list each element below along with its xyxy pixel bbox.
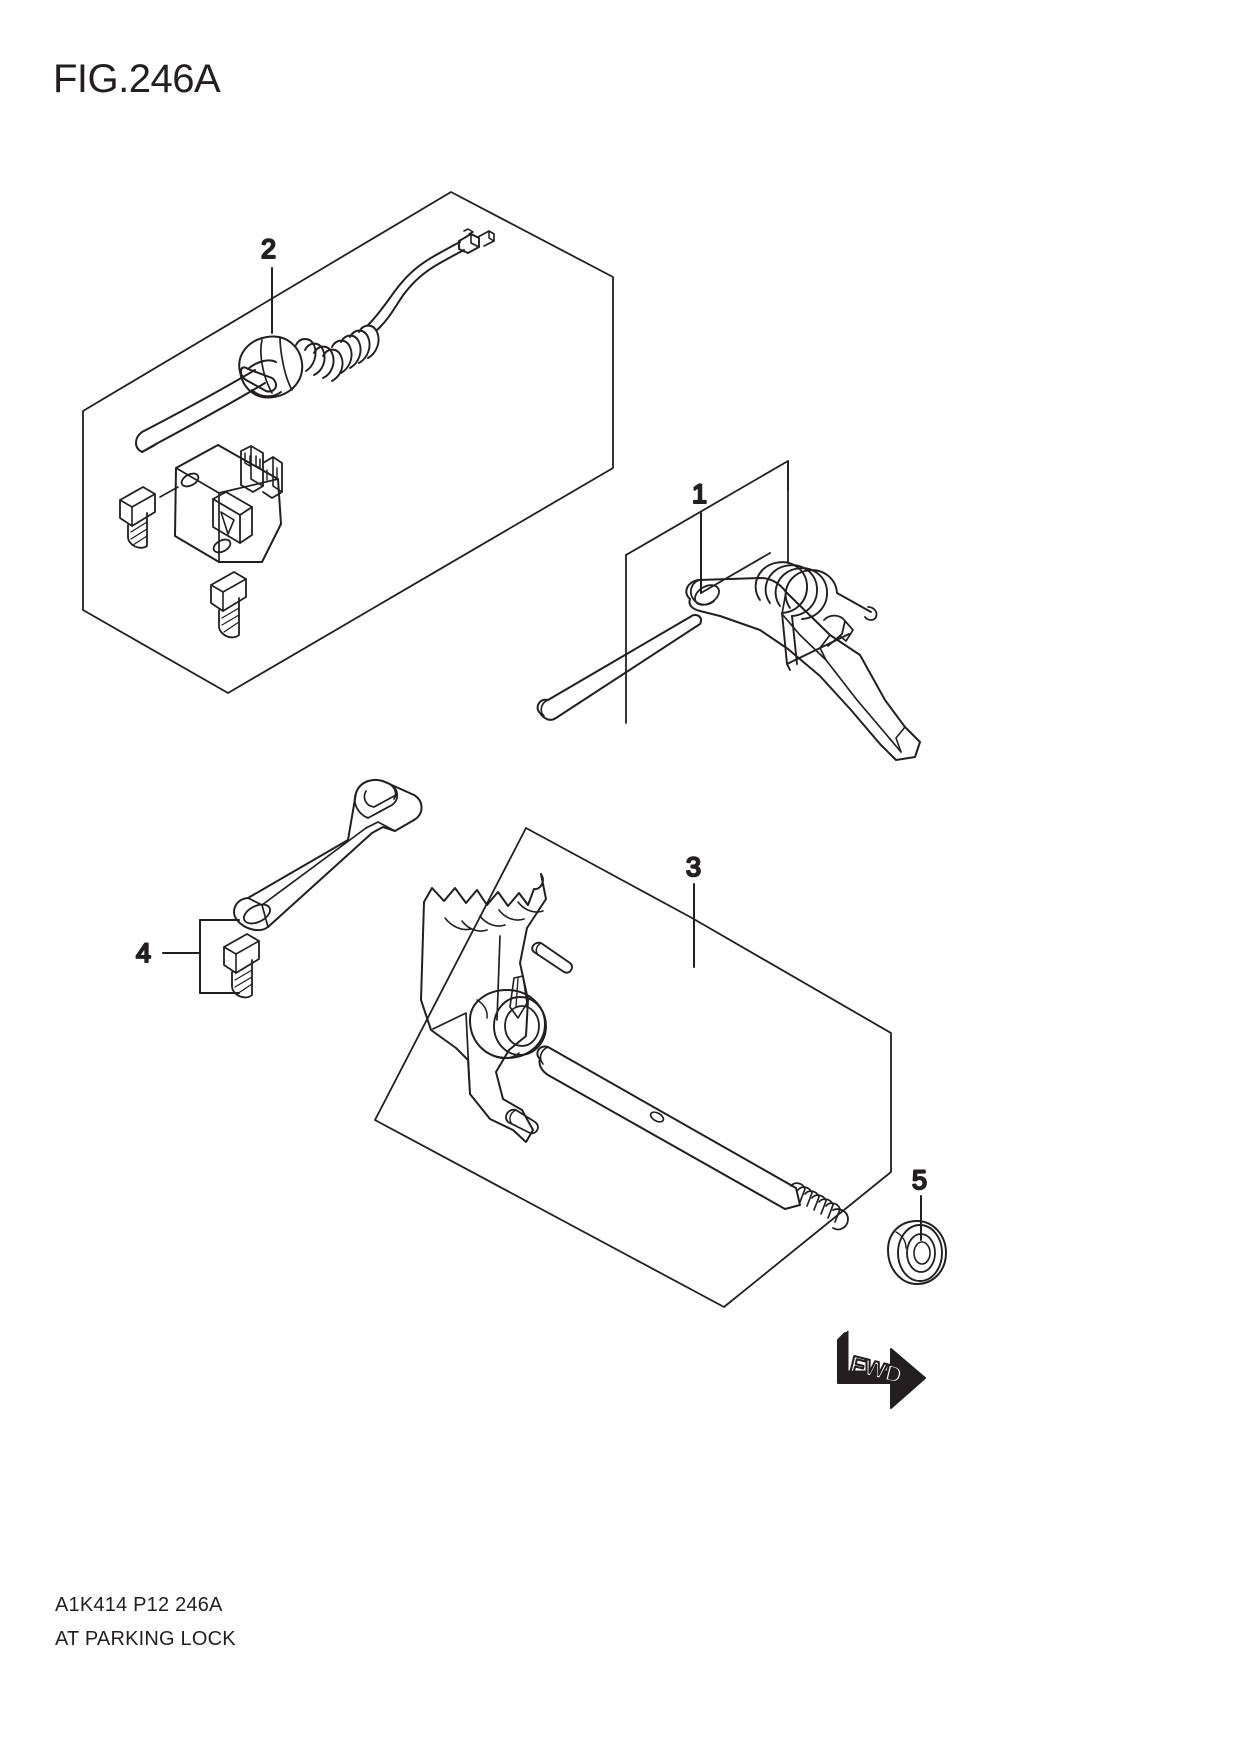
group-3-callout-box <box>374 827 892 1308</box>
part-3-toothed-lever <box>420 873 547 1143</box>
callout-4-leader <box>162 919 240 994</box>
part-5-bushing <box>887 1220 947 1285</box>
callout-3-number: 3 <box>686 852 701 882</box>
part-4-link-arm <box>233 778 423 932</box>
part-1-pawl-lever <box>685 577 921 761</box>
part-3-bushing-collar <box>469 989 547 1059</box>
callout-4-number: 4 <box>136 938 151 968</box>
part-1-torsion-spring <box>754 460 878 671</box>
fwd-arrow-marker <box>837 1332 926 1409</box>
part-2-bolt-upper <box>119 486 179 549</box>
group-1-callout-box <box>625 460 789 724</box>
callout-2-number: 2 <box>261 234 276 264</box>
part-3-shaft <box>505 1045 849 1231</box>
part-2-bracket <box>174 444 283 563</box>
page-title: FIG.246A <box>53 57 221 101</box>
fwd-arrow-body <box>840 1330 923 1405</box>
part-1-rod <box>536 614 702 721</box>
callout-1-number: 1 <box>692 479 707 509</box>
footer-subtitle: AT PARKING LOCK <box>55 1628 236 1650</box>
fwd-label: FWD <box>848 1351 905 1389</box>
part-3-pin <box>531 941 573 974</box>
part-2-bolt-lower <box>210 571 247 639</box>
part-2-cable <box>135 228 495 453</box>
group-2-callout-box <box>82 191 614 694</box>
part-4-bolt <box>223 933 260 999</box>
footer-code: A1K414 P12 246A <box>55 1594 223 1616</box>
callout-1-leader <box>700 512 771 594</box>
callout-5-number: 5 <box>912 1165 927 1195</box>
